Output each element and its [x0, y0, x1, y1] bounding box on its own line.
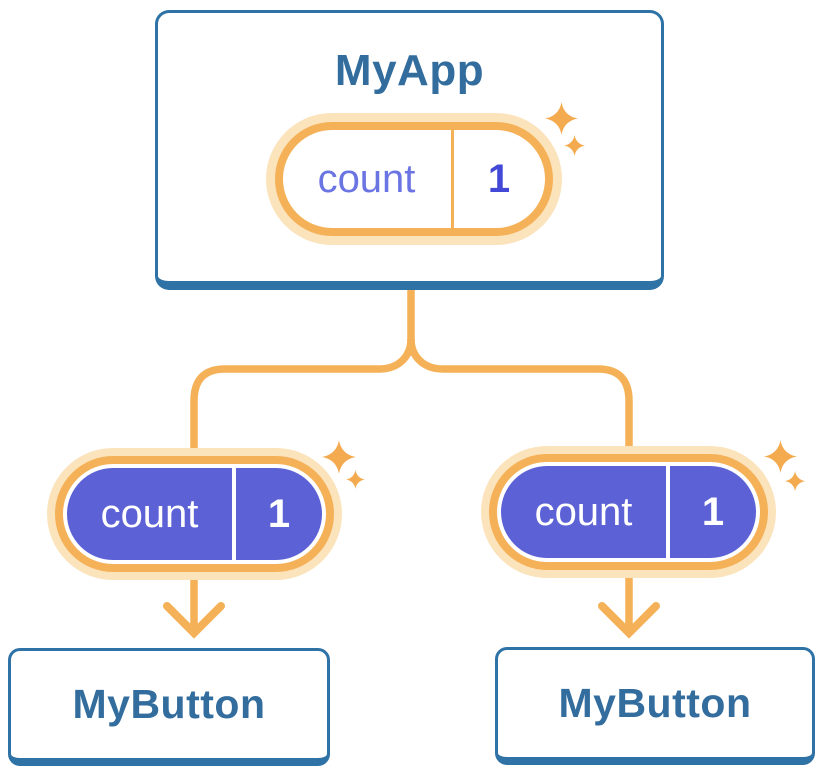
sparkle-icon: [346, 470, 365, 489]
state-pill-halo: count 1: [481, 446, 776, 578]
state-pill-ring: count 1: [55, 456, 334, 572]
pill-divider: [450, 130, 454, 228]
state-pill-body: count 1: [501, 466, 756, 558]
state-pill-halo: count 1: [47, 448, 342, 580]
component-title: MyButton: [72, 681, 266, 727]
state-label: count: [100, 491, 199, 536]
component-title: MyButton: [558, 680, 752, 726]
component-title: MyApp: [334, 46, 485, 95]
arrow-down-icon: [163, 602, 225, 639]
state-pill-ring: count 1: [489, 454, 768, 570]
state-value: 1: [487, 156, 511, 201]
component-node-root: MyApp count 1: [155, 10, 664, 290]
state-pill-body: count 1: [67, 468, 322, 560]
pill-divider: [666, 466, 670, 558]
state-pill-body: count 1: [274, 122, 553, 236]
state-value: 1: [701, 489, 725, 534]
state-pill-left-child: count 1: [47, 448, 342, 580]
state-label: count: [317, 156, 416, 201]
component-node-left-child: MyButton: [8, 648, 330, 766]
state-pill-root: count 1: [265, 113, 562, 245]
state-value: 1: [267, 491, 291, 536]
sparkle-icon: [785, 471, 806, 492]
component-node-right-child: MyButton: [495, 647, 815, 765]
arrow-down-icon: [598, 602, 660, 639]
state-label: count: [534, 489, 633, 534]
state-pill-right-child: count 1: [481, 446, 776, 578]
